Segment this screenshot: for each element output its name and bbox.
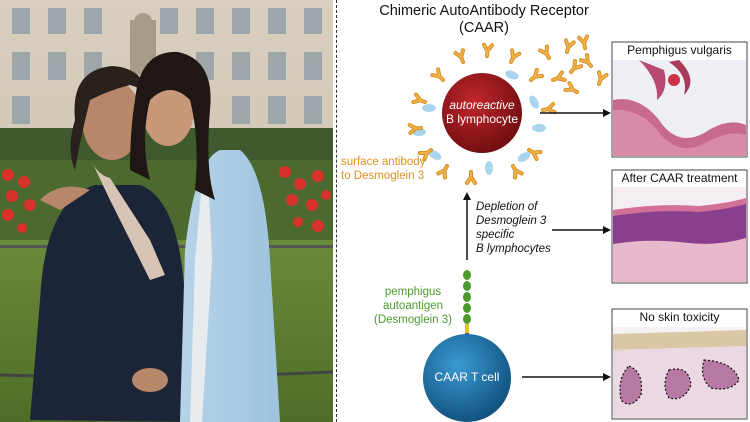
b-cell-label: autoreactive B lymphocyte: [425, 98, 539, 126]
depletion-line-4: B lymphocytes: [476, 243, 551, 255]
panel-label-pv: Pemphigus vulgaris: [613, 43, 746, 57]
arrow-head-after: [603, 226, 611, 234]
b-cell-label-line-1: autoreactive: [449, 98, 515, 112]
caar-diagram: Chimeric AutoAntibody Receptor (CAAR): [339, 0, 750, 422]
surface-antibody-label: surface antibody to Desmoglein 3: [341, 155, 451, 183]
depletion-line-3: specific: [476, 229, 515, 241]
depletion-line-2: Desmoglein 3: [476, 215, 547, 227]
b-cell-label-line-2: B lymphocyte: [445, 112, 519, 126]
diagram-graphics: [407, 34, 748, 422]
depletion-line-1: Depletion of: [476, 201, 538, 213]
depletion-label: Depletion of Desmoglein 3 specific B lym…: [476, 200, 586, 256]
t-cell-label: CAAR T cell: [434, 370, 500, 384]
b-lymphocyte-cell: [442, 73, 522, 153]
caar-t-cell: [423, 334, 511, 422]
panel-label-nontox: No skin toxicity: [613, 310, 746, 324]
arrow-head-no-toxicity: [603, 373, 611, 381]
autoantigen-line-1: pemphigus: [384, 286, 442, 298]
free-antibodies: [538, 34, 609, 98]
panel-label-after: After CAAR treatment: [613, 171, 746, 185]
arrow-head-pv: [603, 109, 611, 117]
tissue-nontox: [613, 327, 746, 418]
dashed-divider: [336, 0, 337, 422]
photograph: [0, 0, 333, 422]
diagram-title: Chimeric AutoAntibody Receptor (CAAR): [339, 3, 629, 37]
tissue-after: [613, 187, 746, 282]
arrow-head-depletion: [463, 192, 471, 200]
photo-scene: [0, 0, 333, 422]
autoantigen-line-2: autoantigen: [382, 300, 444, 312]
title-line-1: Chimeric AutoAntibody Receptor: [379, 3, 589, 19]
surface-antibody-line-1: surface antibody: [341, 156, 426, 168]
tissue-pv: [613, 60, 746, 156]
title-line-2: (CAAR): [459, 20, 509, 36]
autoantigen-chain: [463, 270, 471, 341]
autoantigen-line-3: (Desmoglein 3): [374, 314, 452, 326]
autoantigen-label: pemphigus autoantigen (Desmoglein 3): [365, 285, 461, 327]
surface-antibody-line-2: to Desmoglein 3: [341, 170, 425, 182]
